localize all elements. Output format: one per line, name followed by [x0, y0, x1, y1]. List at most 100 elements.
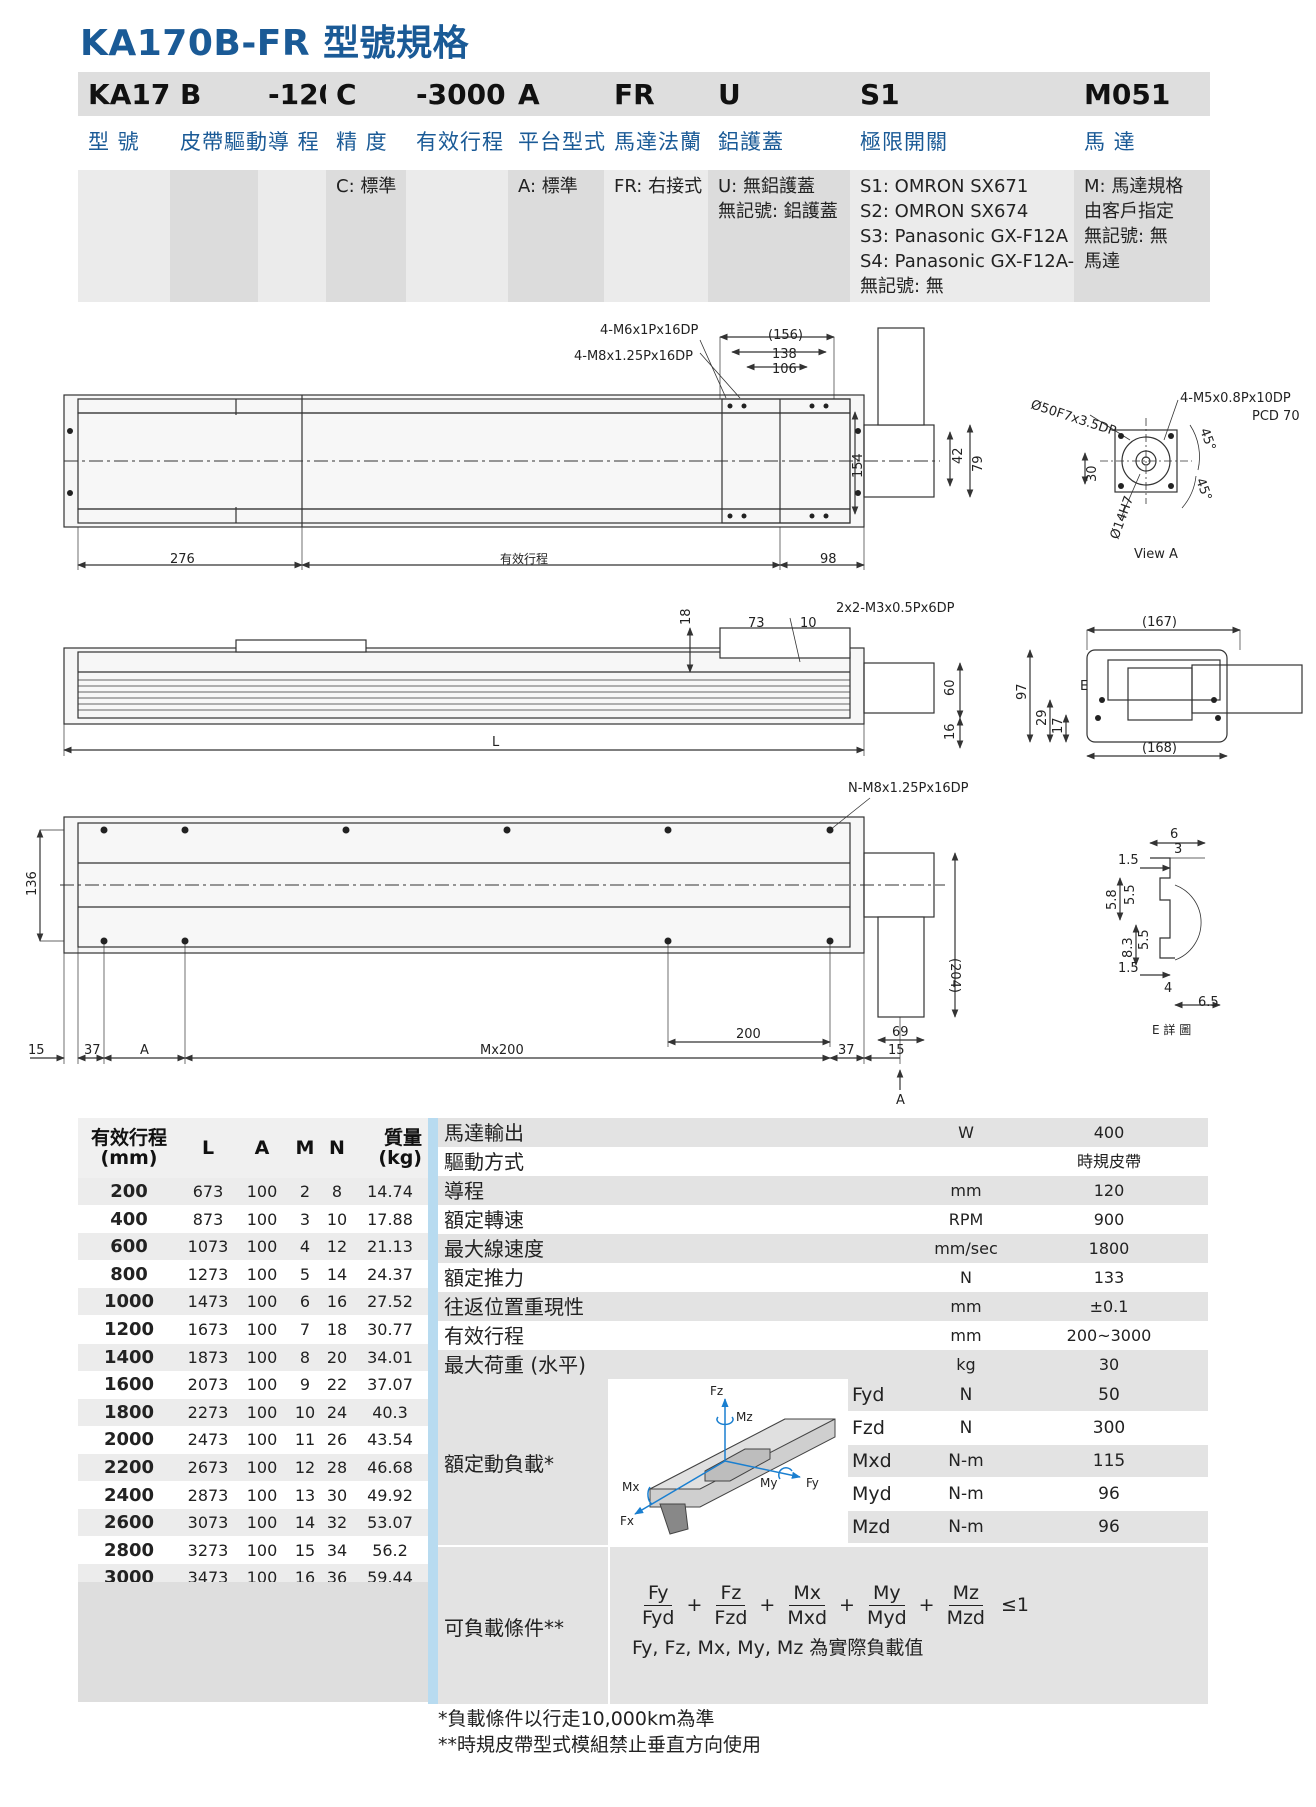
model-code-label-10: 馬 達	[1084, 130, 1136, 154]
dim-cell-M: 7	[299, 1320, 311, 1339]
model-code-4: C	[326, 72, 406, 116]
dyn-load-figure: Fz Mz Mx My Fy Fx	[620, 1384, 836, 1535]
dim-cell-A: 100	[246, 1458, 278, 1477]
side-view	[63, 617, 964, 756]
dyn-load-symbol: Myd	[852, 1483, 892, 1505]
footnotes: *負載條件以行走10,000km為準 **時規皮帶型式模組禁止垂直方向使用	[438, 1706, 761, 1758]
dyn-load-value: 115	[1092, 1451, 1126, 1471]
dyn-load-name-cell	[438, 1379, 608, 1545]
end-dim-168: (168)	[1142, 741, 1177, 756]
dim-cell-L: 2673	[187, 1458, 229, 1477]
spec-name: 額定推力	[444, 1266, 524, 1290]
spec-value: 時規皮帶	[1076, 1152, 1141, 1171]
dim-cell-L: 1873	[187, 1347, 229, 1367]
dim-98: 98	[820, 552, 837, 567]
dim-cell-M: 5	[299, 1264, 311, 1284]
dim-15-left: 15	[28, 1043, 45, 1058]
dim-header-M: M	[288, 1118, 322, 1178]
dim-cell-mass: 49.92	[367, 1485, 413, 1505]
spec-unit: mm	[950, 1326, 982, 1345]
dyn-load-name: 額定動負載*	[444, 1452, 554, 1476]
formula-denominator: Mzd	[946, 1606, 985, 1629]
dim-42: 42	[951, 447, 966, 464]
model-code-2: B	[170, 72, 258, 116]
view-a-shaft: Ø14H7	[1108, 494, 1137, 541]
dim-cell-A: 100	[246, 1182, 278, 1201]
model-code-options-7: FR: 右接式	[604, 170, 708, 302]
view-a-bore: Ø50F7x3.5DP	[1029, 398, 1118, 440]
dim-cell-M: 6	[299, 1292, 311, 1312]
dim-18: 18	[679, 608, 694, 625]
detail-dim-4: 4	[1164, 981, 1172, 996]
dim-cell-N: 16	[326, 1292, 348, 1312]
dim-cell-L: 2073	[187, 1375, 229, 1395]
spec-unit: mm/sec	[934, 1239, 998, 1258]
dim-cell-stroke: 800	[110, 1263, 148, 1285]
dim-276: 276	[170, 552, 195, 567]
dim-cell-mass: 24.37	[367, 1264, 413, 1284]
detail-dim-8-3: 8.3	[1121, 937, 1136, 958]
dim-cell-N: 28	[326, 1458, 348, 1477]
dim-cell-N: 14	[326, 1264, 348, 1284]
dyn-load-unit: N-m	[948, 1451, 984, 1471]
dim-cell-N: 34	[326, 1540, 348, 1560]
dim-m6-holes: 4-M6x1Px16DP	[600, 323, 698, 338]
model-code-options-6: A: 標準	[508, 170, 604, 302]
e-detail	[1116, 839, 1221, 1009]
dim-cell-L: 1473	[187, 1292, 229, 1312]
dim-cell-L: 1673	[187, 1320, 229, 1339]
model-code-option: 馬達	[1084, 251, 1120, 272]
model-code-8: U	[708, 72, 850, 116]
dim-cell-M: 14	[294, 1513, 316, 1533]
formula-denominator: Fzd	[714, 1606, 748, 1629]
dim-cell-M: 4	[299, 1237, 311, 1257]
dim-cell-A: 100	[246, 1264, 278, 1284]
bottom-view	[30, 797, 959, 1090]
model-code-options-2	[170, 170, 258, 302]
model-code-label-7: 馬達法蘭	[614, 130, 702, 154]
top-view	[63, 327, 974, 570]
dim-cell-stroke: 2200	[103, 1457, 155, 1478]
dyn-load-unit: N	[959, 1418, 973, 1438]
model-code-label-9: 極限開關	[860, 130, 948, 154]
model-code-options-10: M: 馬達規格由客戶指定無記號: 無馬達	[1074, 170, 1210, 302]
model-code-7: FR	[604, 72, 708, 116]
formula-denominator: Myd	[866, 1606, 907, 1629]
dim-header-mass-label: 質量	[383, 1127, 422, 1149]
model-code-option: 無記號: 鋁護蓋	[718, 201, 838, 222]
fig-fy: Fy	[806, 1476, 819, 1490]
model-code-option: FR: 右接式	[614, 176, 703, 197]
dim-cell-M: 3	[299, 1209, 311, 1229]
fig-mx: Mx	[622, 1480, 639, 1494]
detail-dim-6-5: 6.5	[1198, 995, 1219, 1010]
dim-cell-stroke: 2400	[103, 1484, 155, 1506]
spec-unit: mm	[950, 1181, 982, 1200]
dyn-load-value: 96	[1098, 1484, 1120, 1504]
view-a-angle-2: 45°	[1192, 476, 1214, 503]
spec-value: 133	[1093, 1268, 1125, 1287]
dim-cell-N: 10	[326, 1209, 348, 1229]
end-dim-97: 97	[1015, 683, 1030, 700]
dim-cell-N: 24	[326, 1402, 348, 1422]
fig-fx: Fx	[620, 1514, 634, 1528]
dyn-load-value: 50	[1098, 1385, 1120, 1405]
dim-cell-stroke: 1400	[103, 1346, 155, 1368]
technical-drawings: 4-M6x1Px16DP 4-M8x1.25Px16DP (156) 138 1…	[25, 323, 1303, 1108]
dim-cell-A: 100	[246, 1402, 278, 1422]
formula-plus: +	[686, 1594, 703, 1616]
model-code-option: C: 標準	[336, 176, 397, 197]
dim-cell-stroke: 200	[110, 1181, 148, 1202]
